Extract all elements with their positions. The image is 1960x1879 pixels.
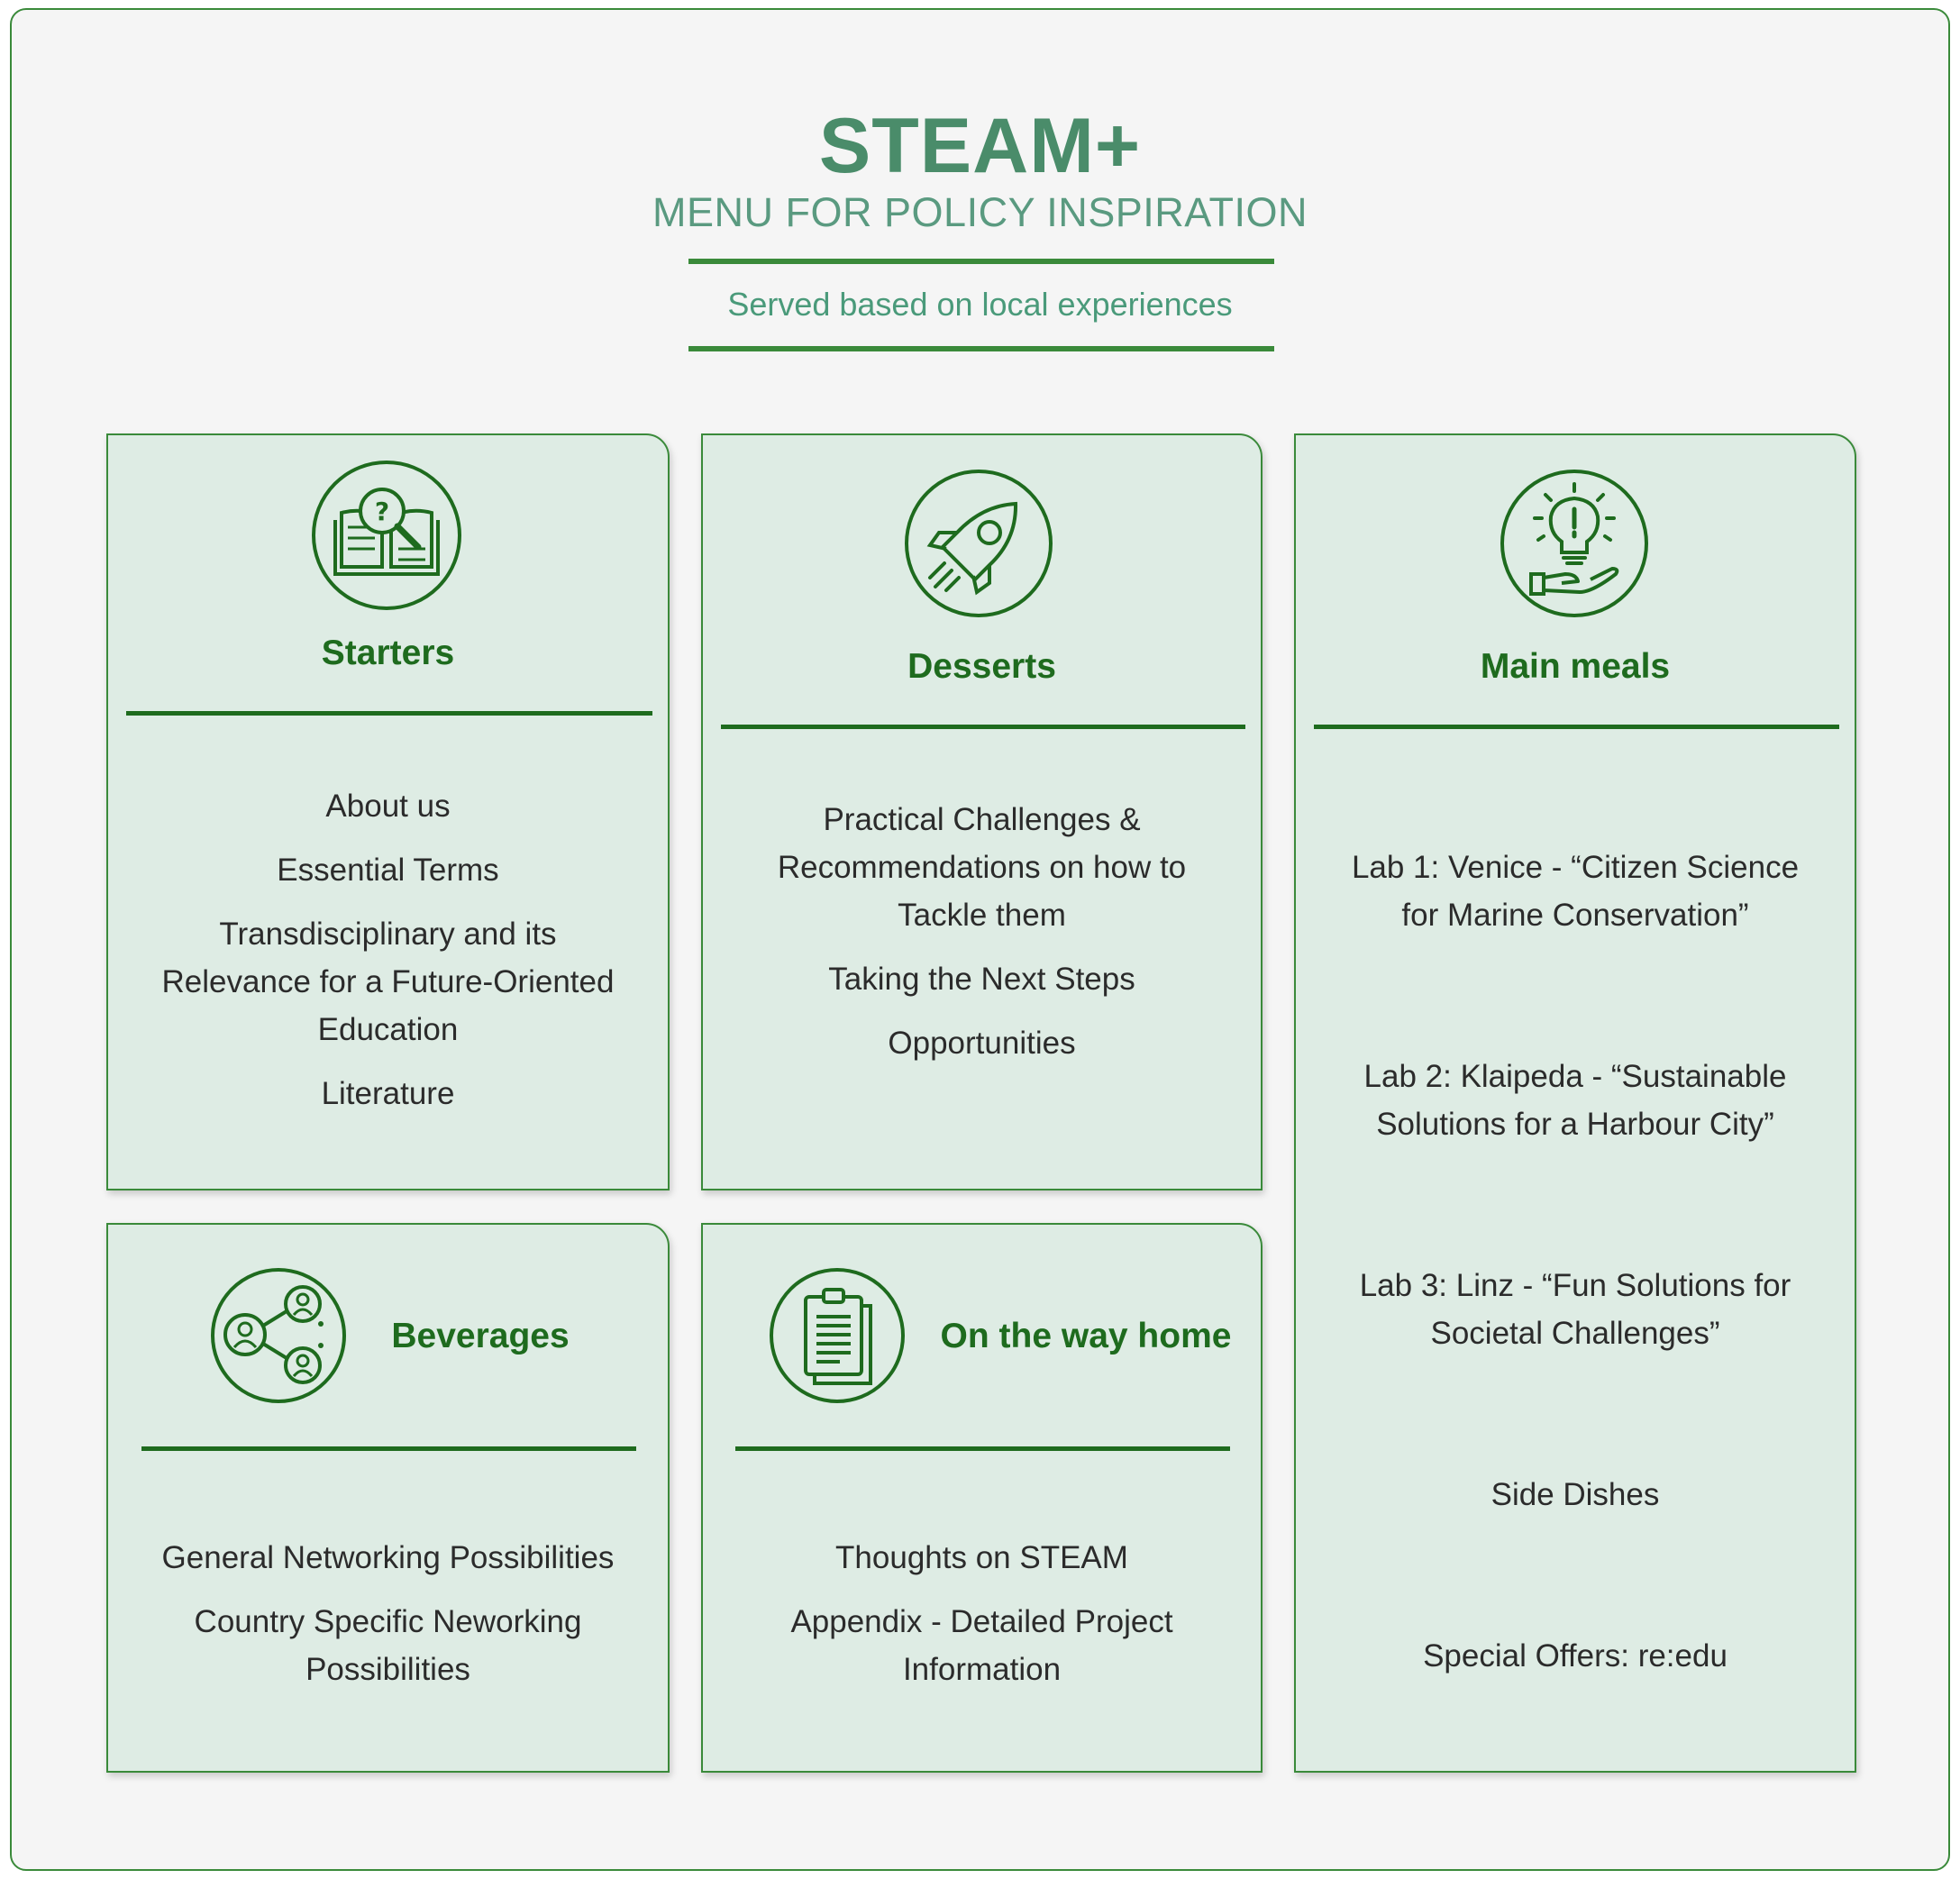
network-people-icon: [211, 1268, 346, 1403]
menu-item-essential-terms[interactable]: Essential Terms: [277, 853, 499, 888]
rocket-icon: [905, 470, 1053, 617]
menu-item-about-us[interactable]: About us: [325, 789, 451, 824]
page-subtitle: MENU FOR POLICY INSPIRATION: [652, 189, 1308, 235]
menu-item-next-steps[interactable]: Taking the Next Steps: [828, 962, 1135, 997]
menu-item-thoughts-on-steam[interactable]: Thoughts on STEAM: [835, 1540, 1128, 1575]
card-divider: [1314, 725, 1839, 729]
card-title-starters: Starters: [321, 634, 455, 672]
card-title-on-the-way-home: On the way home: [940, 1317, 1232, 1355]
menu-item-special-offers[interactable]: Special Offers: re:edu: [1423, 1638, 1728, 1674]
menu-item-literature[interactable]: Literature: [321, 1076, 455, 1111]
menu-item-appendix[interactable]: Appendix - Detailed Project Information: [790, 1604, 1173, 1687]
header-rule-top: [688, 259, 1274, 264]
menu-item-transdisciplinary[interactable]: Transdisciplinary and its Relevance for …: [161, 917, 615, 1047]
svg-text:?: ?: [375, 497, 389, 526]
book-magnifier-icon: ?: [312, 461, 461, 610]
card-beverages: Beverages General Networking Possibiliti…: [106, 1223, 670, 1773]
card-divider: [721, 725, 1245, 729]
card-desserts: Desserts Practical Challenges & Recommen…: [701, 433, 1263, 1190]
menu-item-lab-linz[interactable]: Lab 3: Linz - “Fun Solutions for Societa…: [1359, 1268, 1791, 1351]
lightbulb-hand-icon: [1500, 470, 1648, 617]
card-title-desserts: Desserts: [907, 647, 1056, 686]
card-main-meals: Main meals Lab 1: Venice - “Citizen Scie…: [1294, 433, 1856, 1773]
card-divider: [141, 1446, 636, 1451]
menu-item-general-networking[interactable]: General Networking Possibilities: [161, 1540, 615, 1575]
menu-item-side-dishes[interactable]: Side Dishes: [1491, 1477, 1660, 1512]
menu-item-lab-klaipeda[interactable]: Lab 2: Klaipeda - “Sustainable Solutions…: [1363, 1059, 1787, 1142]
menu-item-lab-venice[interactable]: Lab 1: Venice - “Citizen Science for Mar…: [1351, 850, 1800, 933]
card-divider: [735, 1446, 1230, 1451]
tagline: Served based on local experiences: [727, 286, 1233, 323]
card-title-beverages: Beverages: [391, 1317, 570, 1355]
menu-item-practical-challenges[interactable]: Practical Challenges & Recommendations o…: [777, 802, 1187, 933]
brand-title: STEAM+: [818, 103, 1142, 189]
menu-item-opportunities[interactable]: Opportunities: [888, 1026, 1076, 1061]
card-divider: [126, 711, 652, 716]
menu-item-country-networking[interactable]: Country Specific Neworking Possibilities: [194, 1604, 582, 1687]
header-rule-bottom: [688, 346, 1274, 351]
card-starters: ? Starters About us Essential Terms Tran…: [106, 433, 670, 1190]
card-title-main-meals: Main meals: [1480, 647, 1671, 686]
clipboard-document-icon: [770, 1268, 905, 1403]
card-on-the-way-home: On the way home Thoughts on STEAM Append…: [701, 1223, 1263, 1773]
